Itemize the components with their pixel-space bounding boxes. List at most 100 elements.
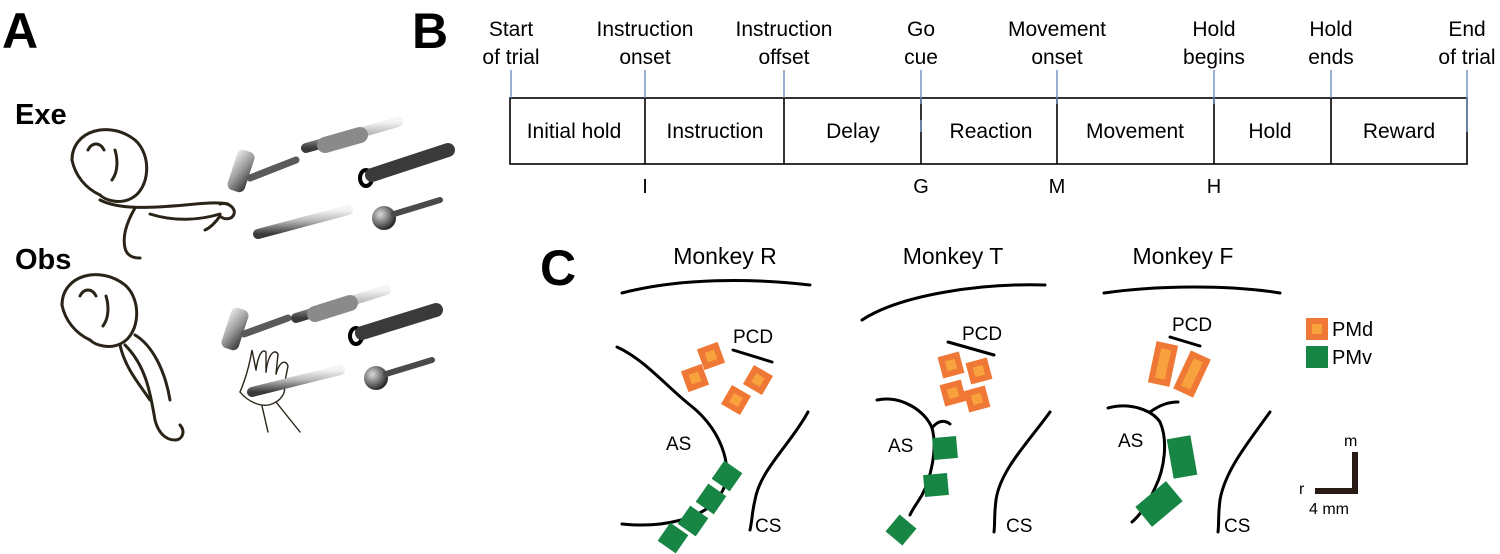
epoch-segments: Initial hold Instruction Delay Reaction …: [527, 120, 1435, 143]
obs-monkey-sketch: [60, 273, 185, 442]
monkey-r-pcd: [731, 348, 774, 364]
monkey-r-pmd-sites: [680, 341, 774, 416]
scale-bar: m r 4 mm: [1299, 433, 1358, 518]
segment-hold: Hold: [1248, 120, 1291, 143]
ring-object: [348, 303, 443, 346]
monkey-t-arcuate-sulcus: [875, 397, 936, 517]
event-label-instruction-onset-2: onset: [619, 46, 671, 69]
monkey-f-as-label: AS: [1118, 431, 1143, 452]
legend-pmd: PMd: [1306, 318, 1373, 341]
event-label-go-cue-2: cue: [904, 46, 938, 69]
scale-m-label: m: [1344, 433, 1357, 450]
monkey-t-cs-label: CS: [1006, 516, 1032, 537]
event-label-instruction-onset-1: Instruction: [597, 18, 694, 41]
segment-delay: Delay: [826, 120, 880, 143]
event-labels: Start of trial Instruction onset Instruc…: [482, 18, 1495, 69]
event-label-hold-begins-1: Hold: [1192, 18, 1235, 41]
button-object: [253, 205, 353, 239]
event-label-instruction-offset-1: Instruction: [736, 18, 833, 41]
monkey-r-as-label: AS: [666, 434, 691, 455]
panel-a: A Exe Obs: [2, 3, 455, 442]
segment-movement: Movement: [1086, 120, 1184, 143]
handle-object: [227, 149, 300, 193]
handle-object: [221, 307, 292, 351]
segment-initial-hold: Initial hold: [527, 120, 622, 143]
segment-instruction: Instruction: [667, 120, 764, 143]
marker-h: H: [1207, 176, 1221, 198]
event-label-start-1: Start: [489, 18, 534, 41]
monkey-t-title: Monkey T: [903, 243, 1004, 269]
monkey-r-cs-label: CS: [755, 516, 781, 537]
monkey-f-central-sulcus: [1216, 410, 1272, 534]
condition-exe-label: Exe: [15, 99, 67, 131]
monkey-t-pcd: [946, 340, 996, 357]
event-label-hold-ends-2: ends: [1308, 46, 1354, 69]
panel-c-letter: C: [540, 240, 576, 296]
monkey-t-pmv-sites: [885, 435, 958, 546]
monkey-t-as-branch: [930, 419, 952, 430]
exe-objects: [227, 117, 455, 239]
panel-a-letter: A: [2, 3, 38, 59]
panel-c: C Monkey R PCD AS CS: [540, 240, 1373, 554]
monkey-f-title: Monkey F: [1133, 243, 1234, 269]
monkey-t-pcd-label: PCD: [962, 324, 1002, 345]
slider-object: [291, 285, 391, 323]
monkey-f-pcd: [1168, 335, 1202, 348]
event-ticks: [510, 70, 1468, 132]
timeline-box: [509, 97, 1468, 165]
monkey-f-pcd-label: PCD: [1172, 315, 1212, 336]
legend-pmd-label: PMd: [1332, 319, 1373, 341]
brain-map-monkey-f: Monkey F PCD AS CS: [1102, 243, 1282, 537]
monkey-r-pcd-label: PCD: [733, 327, 773, 348]
segment-reward: Reward: [1363, 120, 1435, 143]
monkey-f-outline: [1102, 285, 1282, 295]
monkey-f-as-branch: [1148, 400, 1180, 414]
marker-i: I: [642, 176, 648, 198]
monkey-f-pmd-sites: [1147, 341, 1211, 398]
monkey-r-outline: [620, 278, 812, 295]
monkey-t-outline: [860, 283, 1047, 322]
marker-m: M: [1049, 176, 1066, 198]
legend-pmv: PMv: [1306, 346, 1372, 369]
event-label-start-2: of trial: [482, 46, 539, 69]
event-label-movement-onset-1: Movement: [1008, 18, 1106, 41]
event-label-hold-begins-2: begins: [1183, 46, 1245, 69]
panel-b: B Start of trial Instruction onset Instr…: [412, 3, 1496, 198]
brain-map-monkey-r: Monkey R PCD AS CS: [615, 243, 812, 554]
event-label-instruction-offset-2: offset: [759, 46, 810, 69]
monkey-t-as-label: AS: [888, 436, 913, 457]
monkey-r-title: Monkey R: [673, 243, 777, 269]
event-markers: I G M H: [642, 176, 1221, 198]
legend: PMd PMv: [1306, 318, 1373, 369]
ring-object: [358, 143, 455, 188]
event-label-hold-ends-1: Hold: [1309, 18, 1352, 41]
scale-length-label: 4 mm: [1309, 501, 1349, 518]
sphere-object: [364, 357, 435, 390]
marker-g: G: [913, 176, 929, 198]
event-label-end-1: End: [1448, 18, 1485, 41]
panel-b-letter: B: [412, 3, 448, 59]
sphere-object: [372, 197, 443, 230]
monkey-t-central-sulcus: [992, 410, 1052, 534]
monkey-f-pmv-sites: [1135, 435, 1198, 527]
slider-object: [301, 117, 403, 153]
event-label-end-2: of trial: [1438, 46, 1495, 69]
scale-r-label: r: [1299, 481, 1305, 498]
segment-reaction: Reaction: [950, 120, 1033, 143]
monkey-f-cs-label: CS: [1224, 516, 1250, 537]
condition-obs-label: Obs: [15, 244, 71, 276]
event-label-movement-onset-2: onset: [1031, 46, 1083, 69]
monkey-t-pmd-sites: [937, 351, 993, 413]
monkey-r-central-sulcus: [748, 410, 810, 532]
legend-pmv-swatch: [1306, 346, 1328, 368]
exe-monkey-sketch: [70, 128, 236, 260]
monkey-r-arcuate-sulcus: [615, 345, 729, 527]
button-object: [247, 365, 345, 397]
obs-objects: [221, 285, 443, 397]
legend-pmv-label: PMv: [1332, 347, 1372, 369]
human-hand-sketch: [239, 349, 301, 433]
event-label-go-cue-1: Go: [907, 18, 935, 41]
brain-map-monkey-t: Monkey T PCD AS CS: [860, 243, 1052, 546]
monkey-r-pmv-sites: [657, 460, 743, 554]
